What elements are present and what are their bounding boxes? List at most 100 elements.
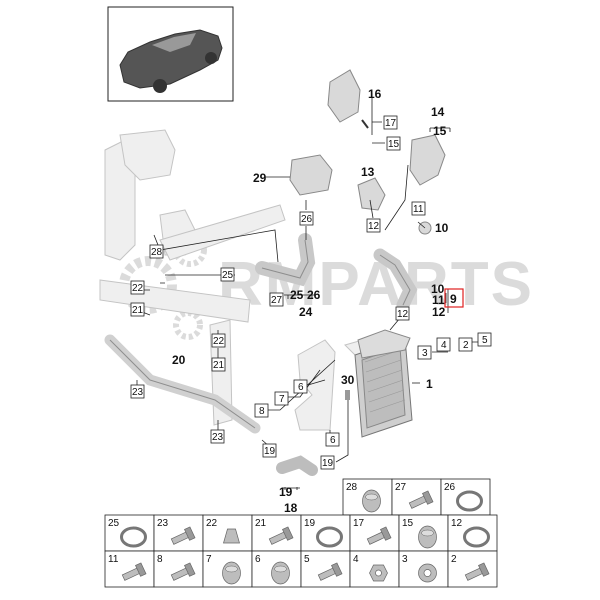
hose-clamp-icon <box>316 526 343 548</box>
callout-19-box-b: 19 <box>322 458 334 469</box>
parts-table-cell: 23 <box>153 514 204 552</box>
bolt-icon <box>121 562 147 581</box>
air-duct-part-16 <box>327 69 361 123</box>
grommet-icon <box>362 489 381 513</box>
callout-25-box: 25 <box>222 270 234 281</box>
callout-26-box: 26 <box>301 214 313 225</box>
parts-table-cell: 2 <box>447 550 498 588</box>
callout-9: 9 <box>450 292 457 306</box>
parts-table-cell: 5 <box>300 550 351 588</box>
parts-table-cell: 25 <box>104 514 155 552</box>
grommet-icon <box>418 525 437 549</box>
parts-table-number: 7 <box>206 554 212 565</box>
parts-table-number: 2 <box>451 554 457 565</box>
hose-clamp-icon <box>463 526 490 548</box>
parts-table-cell: 22 <box>202 514 253 552</box>
parts-table-cell: 6 <box>251 550 302 588</box>
leader-lines <box>136 93 478 490</box>
parts-table-cell: 26 <box>440 478 491 516</box>
callout-17: 17 <box>385 118 397 129</box>
callout-11-box: 11 <box>413 204 424 215</box>
callout-12-box-b: 12 <box>397 309 409 320</box>
parts-table-cell: 8 <box>153 550 204 588</box>
wire-clip-part-17 <box>361 119 369 129</box>
callout-13: 13 <box>361 165 375 179</box>
callout-3: 3 <box>422 348 428 359</box>
parts-table-cell: 15 <box>398 514 449 552</box>
valve-assembly-part-29 <box>289 154 333 196</box>
callout-5: 5 <box>482 335 488 346</box>
watermark-text: RMPARTS <box>218 250 534 319</box>
callout-10-a: 10 <box>435 221 449 235</box>
callout-12-a: 12 <box>432 305 446 319</box>
parts-table-cell: 7 <box>202 550 253 588</box>
callout-8: 8 <box>259 406 265 417</box>
hose-clamp-icon <box>120 526 147 548</box>
callout-25-a: 25 <box>290 288 304 302</box>
parts-table-cell: 21 <box>251 514 302 552</box>
parts-table-number: 6 <box>255 554 261 565</box>
nut-icon <box>369 564 388 582</box>
callout-4: 4 <box>441 340 447 351</box>
grommet-icon <box>222 561 241 585</box>
grommet-icon <box>271 561 290 585</box>
callout-28: 28 <box>151 247 163 258</box>
parts-table-number: 27 <box>395 482 407 493</box>
callout-19-bottom: 19 <box>279 485 293 499</box>
parts-table-cell: 28 <box>342 478 393 516</box>
parts-table-number: 23 <box>157 518 169 529</box>
callout-26-a: 26 <box>307 288 321 302</box>
bolt-icon <box>408 490 434 509</box>
callout-6-b: 6 <box>330 435 336 446</box>
screw-icon <box>366 526 392 545</box>
callout-10-b: 10 <box>431 282 445 296</box>
parts-table-number: 25 <box>108 518 120 529</box>
callout-15-top: 15 <box>433 124 447 138</box>
highlight-box <box>444 288 464 308</box>
callout-23-box-a: 23 <box>132 387 144 398</box>
callout-29: 29 <box>253 171 267 185</box>
parts-table-cell: 11 <box>104 550 155 588</box>
parts-table-cell: 17 <box>349 514 400 552</box>
callout-27: 27 <box>271 295 283 306</box>
parts-table-number: 21 <box>255 518 267 529</box>
callout-19-box-a: 19 <box>264 446 276 457</box>
parts-table-cell: 3 <box>398 550 449 588</box>
parts-table-cell: 27 <box>391 478 442 516</box>
plain-callouts: 16 14 15 29 13 10 10 11 12 9 25 26 24 20… <box>172 87 457 515</box>
parts-table-cell: 12 <box>447 514 498 552</box>
callout-18: 18 <box>284 501 298 515</box>
callout-2: 2 <box>463 340 469 351</box>
callout-14: 14 <box>431 105 445 119</box>
sensor-part-30 <box>345 390 350 400</box>
parts-table-number: 12 <box>451 518 463 529</box>
boxed-callouts: 17 15 26 11 12 28 25 22 21 27 12 22 21 3… <box>130 115 492 470</box>
callout-23-box-b: 23 <box>212 432 224 443</box>
charge-air-cooler <box>354 329 413 438</box>
callout-21-box-a: 21 <box>132 305 144 316</box>
callout-7: 7 <box>279 394 285 405</box>
parts-table-number: 8 <box>157 554 163 565</box>
washer-icon <box>418 563 437 583</box>
callout-16: 16 <box>368 87 382 101</box>
callout-22-box-a: 22 <box>132 283 144 294</box>
callout-20: 20 <box>172 353 186 367</box>
screw-icon <box>464 562 490 581</box>
parts-table-number: 28 <box>346 482 358 493</box>
parts-table-number: 26 <box>444 482 456 493</box>
air-guide-part-14 <box>409 134 446 186</box>
callout-21-box-b: 21 <box>213 360 225 371</box>
hose-clamp-icon <box>456 490 483 512</box>
bolt-icon <box>268 526 294 545</box>
bolt-icon <box>170 562 196 581</box>
callout-11-a: 11 <box>432 293 445 307</box>
callout-22-box-b: 22 <box>213 336 225 347</box>
parts-table-number: 22 <box>206 518 218 529</box>
parts-table-cell: 19 <box>300 514 351 552</box>
parts-table-number: 17 <box>353 518 365 529</box>
callout-15-box: 15 <box>388 139 400 150</box>
callout-30: 30 <box>341 373 355 387</box>
parts-table-number: 3 <box>402 554 408 565</box>
parts-table-number: 19 <box>304 518 316 529</box>
